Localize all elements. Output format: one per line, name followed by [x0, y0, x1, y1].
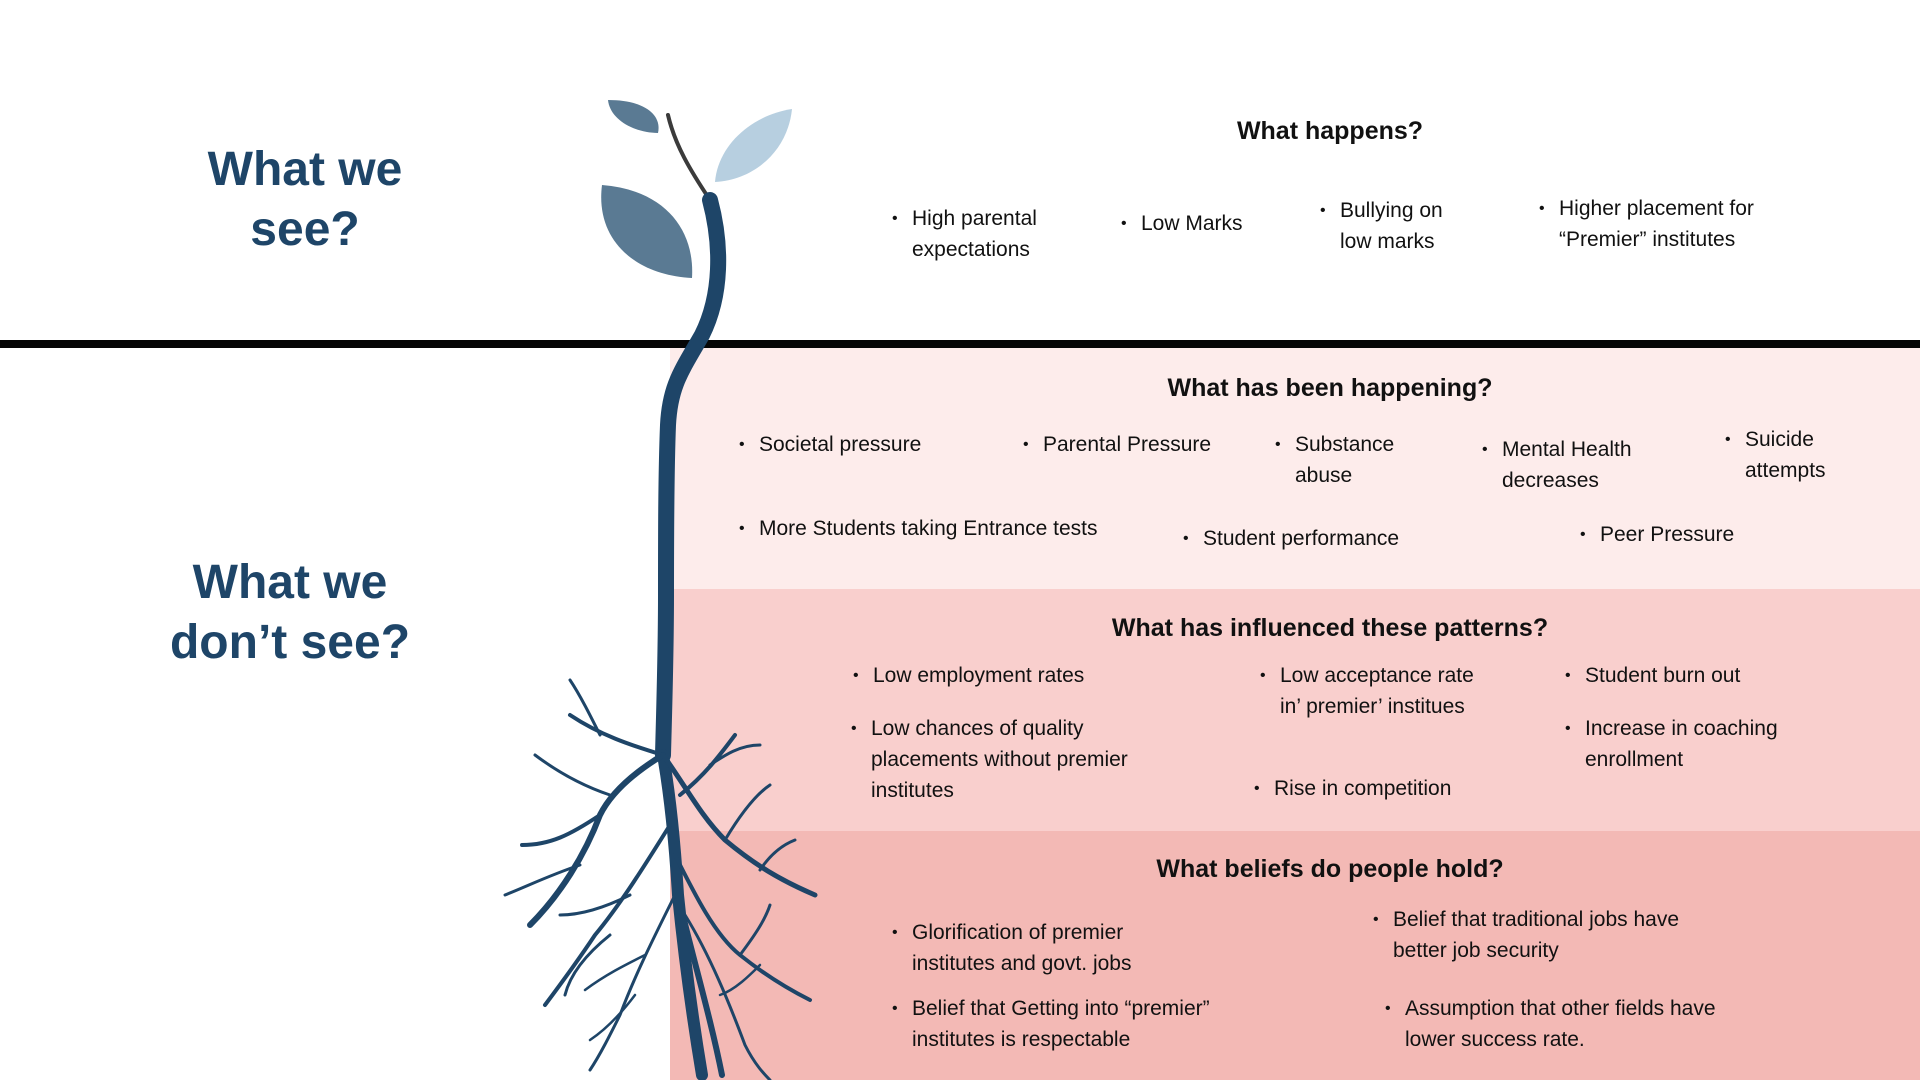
structures-band [670, 589, 1920, 831]
structures-heading: What has influenced these patterns? [1111, 614, 1549, 642]
what-we-dont-see-label: What we don’t see? [169, 556, 411, 669]
plant-roots-illustration [503, 100, 818, 1080]
beliefs-band [670, 831, 1920, 1080]
list-item: •Low Marks [1121, 212, 1243, 235]
list-item: •Bullying on low marks [1320, 199, 1443, 253]
list-item: •Belief that traditional jobs have bette… [1373, 908, 1680, 962]
what-we-see-label: What we see? [207, 143, 403, 256]
list-item: •Low acceptance rate in’ premier’ instit… [1260, 664, 1474, 718]
list-item: •Suicide attempts [1725, 428, 1826, 482]
leaves-icon [601, 100, 792, 278]
beliefs-heading: What beliefs do people hold? [1156, 855, 1504, 883]
list-item: •Low employment rates [853, 664, 1085, 687]
list-item: •Low chances of quality placements witho… [851, 717, 1128, 802]
list-item: •Parental Pressure [1023, 433, 1212, 456]
list-item: •Higher placement for “Premier” institut… [1539, 197, 1754, 251]
list-item: •High parental expectations [892, 207, 1037, 261]
list-item: •Belief that Getting into “premier” inst… [892, 997, 1210, 1051]
list-item: •Substance abuse [1275, 433, 1395, 487]
patterns-heading: What has been happening? [1167, 374, 1493, 402]
patterns-band [670, 348, 1920, 589]
list-item: •Glorification of premier institutes and… [892, 921, 1132, 975]
list-item: •Increase in coaching enrollment [1565, 717, 1778, 771]
list-item: •Mental Health decreases [1482, 438, 1632, 492]
list-item: •Peer Pressure [1580, 523, 1735, 546]
list-item: •More Students taking Entrance tests [739, 517, 1098, 540]
list-item: •Assumption that other fields have lower… [1385, 997, 1716, 1051]
list-item: •Student performance [1183, 527, 1400, 550]
ground-line [0, 340, 1920, 348]
list-item: •Societal pressure [739, 433, 922, 456]
events-heading: What happens? [1236, 117, 1424, 145]
list-item: •Student burn out [1565, 664, 1741, 687]
list-item: •Rise in competition [1254, 777, 1452, 800]
